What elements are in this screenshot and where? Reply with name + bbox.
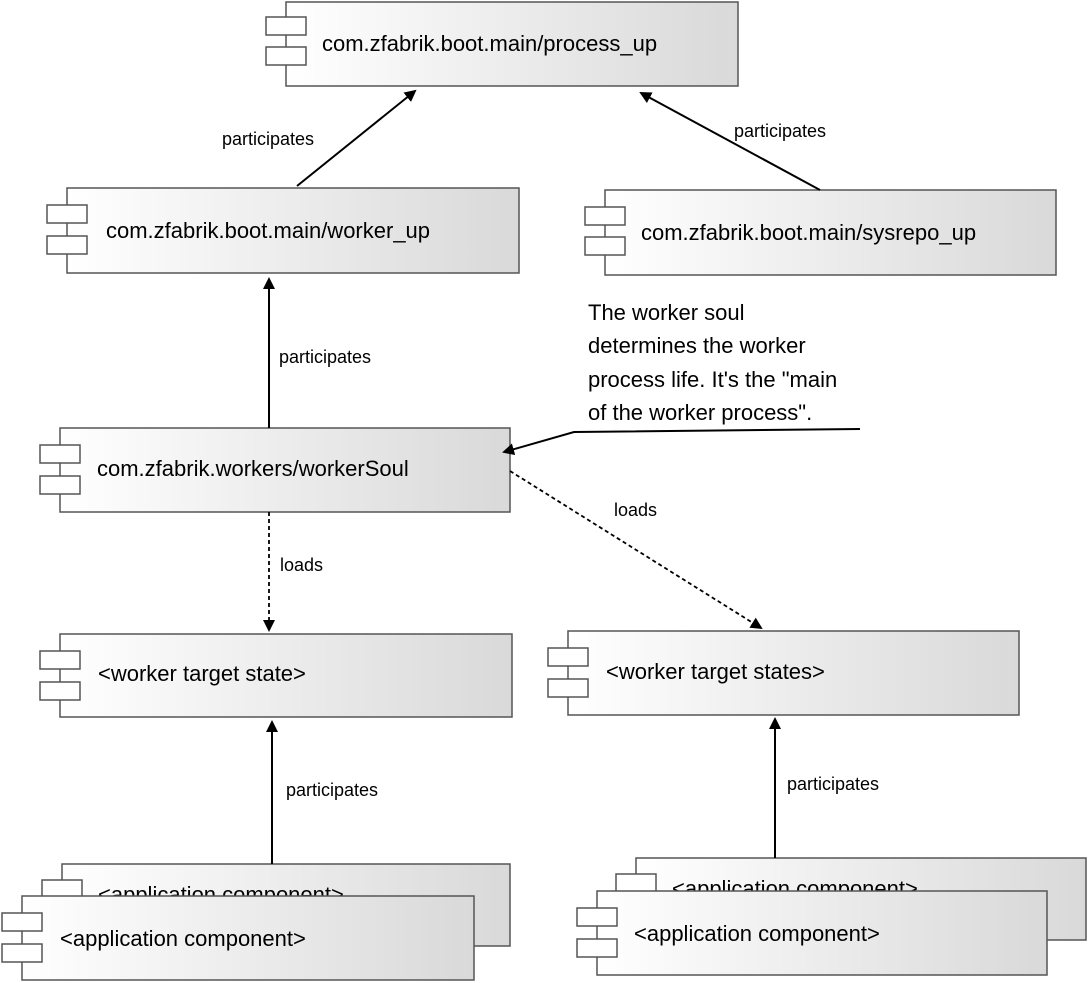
component-port-icon xyxy=(576,938,618,958)
note-line: determines the worker xyxy=(588,333,806,358)
component-label: com.zfabrik.boot.main/process_up xyxy=(322,31,657,56)
component-port-icon xyxy=(265,46,307,66)
component-label: com.zfabrik.boot.main/sysrepo_up xyxy=(641,220,976,245)
component-label: <worker target states> xyxy=(606,659,825,684)
component-label: com.zfabrik.boot.main/worker_up xyxy=(106,218,430,243)
component-port-icon xyxy=(265,16,307,36)
component-sysrepo-up[interactable]: com.zfabrik.boot.main/sysrepo_up xyxy=(584,189,1057,276)
component-port-icon xyxy=(1,912,43,932)
edge-label: participates xyxy=(279,347,371,367)
component-port-icon xyxy=(46,204,88,224)
component-process-up[interactable]: com.zfabrik.boot.main/process_up xyxy=(265,1,739,87)
note-line: process life. It's the "main xyxy=(588,367,837,392)
component-worker-up[interactable]: com.zfabrik.boot.main/worker_up xyxy=(46,187,520,274)
component-worker-soul[interactable]: com.zfabrik.workers/workerSoul xyxy=(39,427,511,513)
component-label: <worker target state> xyxy=(98,661,306,686)
component-port-icon xyxy=(39,650,81,670)
component-worker-target-state[interactable]: <worker target state> xyxy=(39,633,513,718)
component-port-icon xyxy=(547,647,589,667)
edge-label: participates xyxy=(222,129,314,149)
component-port-icon xyxy=(584,236,626,256)
note-line: of the worker process". xyxy=(588,400,812,425)
edge-label: participates xyxy=(734,121,826,141)
note-line: The worker soul xyxy=(588,300,745,325)
component-worker-target-states[interactable]: <worker target states> xyxy=(547,630,1020,716)
edge-worker-soul-loads-target-states xyxy=(509,470,763,630)
component-application-left-front[interactable]: <application component> xyxy=(1,895,475,981)
component-port-icon xyxy=(39,681,81,701)
edge-label: participates xyxy=(286,780,378,800)
edge-worker-up-to-process-up xyxy=(296,89,417,187)
component-port-icon xyxy=(46,235,88,255)
component-port-icon xyxy=(576,907,618,927)
component-port-icon xyxy=(615,873,657,893)
edge-label: loads xyxy=(280,555,323,575)
component-label: <application component> xyxy=(60,926,306,951)
edge-label: loads xyxy=(614,500,657,520)
component-application-right-front[interactable]: <application component> xyxy=(576,890,1048,976)
component-label: <application component> xyxy=(634,921,880,946)
component-port-icon xyxy=(39,444,81,464)
component-port-icon xyxy=(584,206,626,226)
component-port-icon xyxy=(1,943,43,963)
annotation-note: The worker soul determines the worker pr… xyxy=(502,300,861,456)
component-port-icon xyxy=(547,678,589,698)
note-pointer-line xyxy=(502,428,861,456)
edge-label: participates xyxy=(787,774,879,794)
component-port-icon xyxy=(39,475,81,495)
component-label: com.zfabrik.workers/workerSoul xyxy=(97,456,409,481)
edge-sysrepo-up-to-process-up xyxy=(639,92,821,191)
